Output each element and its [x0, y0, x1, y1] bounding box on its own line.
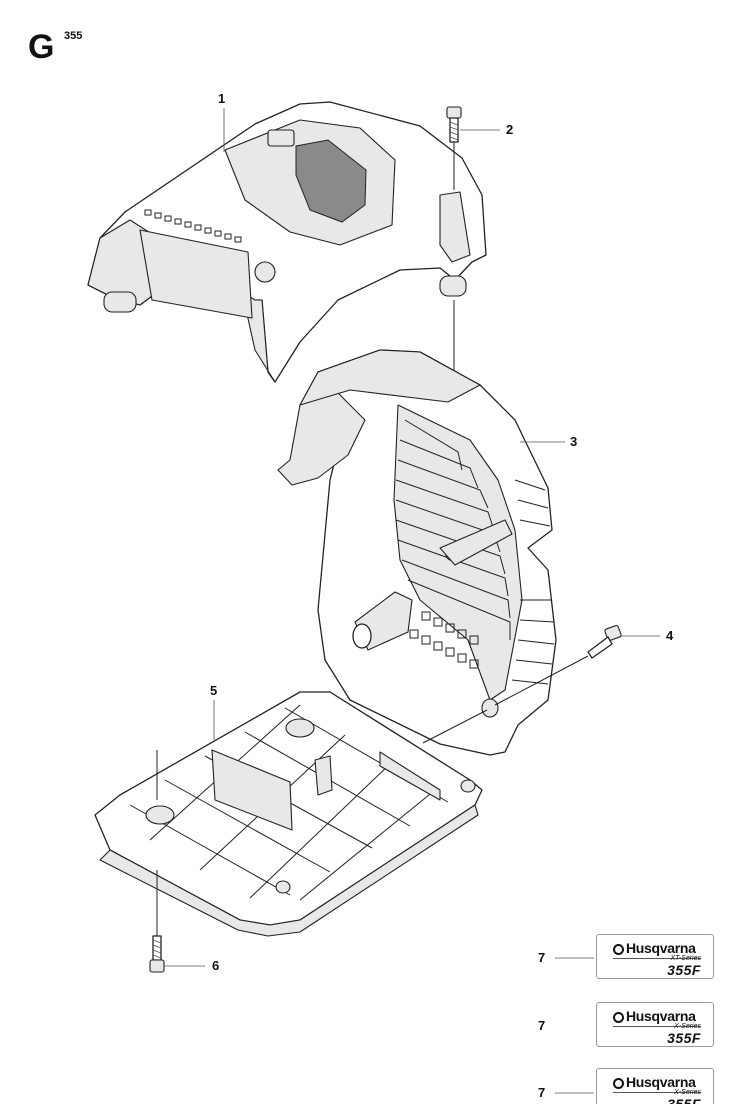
part-6-screw	[149, 870, 165, 973]
callout-6: 6	[212, 958, 220, 973]
decal-series: X-Series	[674, 1089, 701, 1096]
part-1-top-cover	[87, 101, 487, 383]
model-code: 355	[64, 30, 83, 42]
decal-xt-series: Husqvarna XT-Series 355F	[596, 934, 714, 979]
callout-7c: 7	[538, 1085, 546, 1100]
callout-1: 1	[218, 91, 226, 106]
part-3-cylinder-shroud	[277, 349, 557, 756]
decal-model: 355F	[667, 1030, 701, 1046]
decal-series: X-Series	[674, 1023, 701, 1030]
leader-lines	[164, 108, 660, 1094]
section-letter: G	[28, 28, 55, 66]
callout-7a: 7	[538, 950, 546, 965]
callout-3: 3	[570, 434, 578, 449]
cover-vent-slots	[144, 209, 242, 243]
decal-rule	[613, 1026, 701, 1027]
decal-series: XT-Series	[670, 955, 701, 962]
shroud-vent-slots	[409, 611, 479, 669]
decal-brand: Husqvarna	[613, 1008, 696, 1024]
husqvarna-logo-icon	[613, 1012, 624, 1023]
husqvarna-logo-icon	[613, 1078, 624, 1089]
decal-rule	[613, 1092, 701, 1093]
decal-model: 355F	[667, 962, 701, 978]
part-5-bottom-plate	[94, 691, 483, 937]
shroud-cooling-fins	[395, 419, 555, 685]
decal-x-series: Husqvarna X-Series 355F	[596, 1002, 714, 1047]
husqvarna-logo-icon	[613, 944, 624, 955]
decal-rule	[613, 958, 701, 959]
decal-x-series-cropped: Husqvarna X-Series 355F	[596, 1068, 714, 1104]
callout-7b: 7	[538, 1018, 546, 1033]
callout-5: 5	[210, 683, 218, 698]
decal-model: 355F	[667, 1096, 701, 1104]
decal-brand: Husqvarna	[613, 940, 696, 956]
callout-4: 4	[666, 628, 674, 643]
part-4-screw	[494, 624, 622, 706]
callout-2: 2	[506, 122, 514, 137]
decal-brand: Husqvarna	[613, 1074, 696, 1090]
